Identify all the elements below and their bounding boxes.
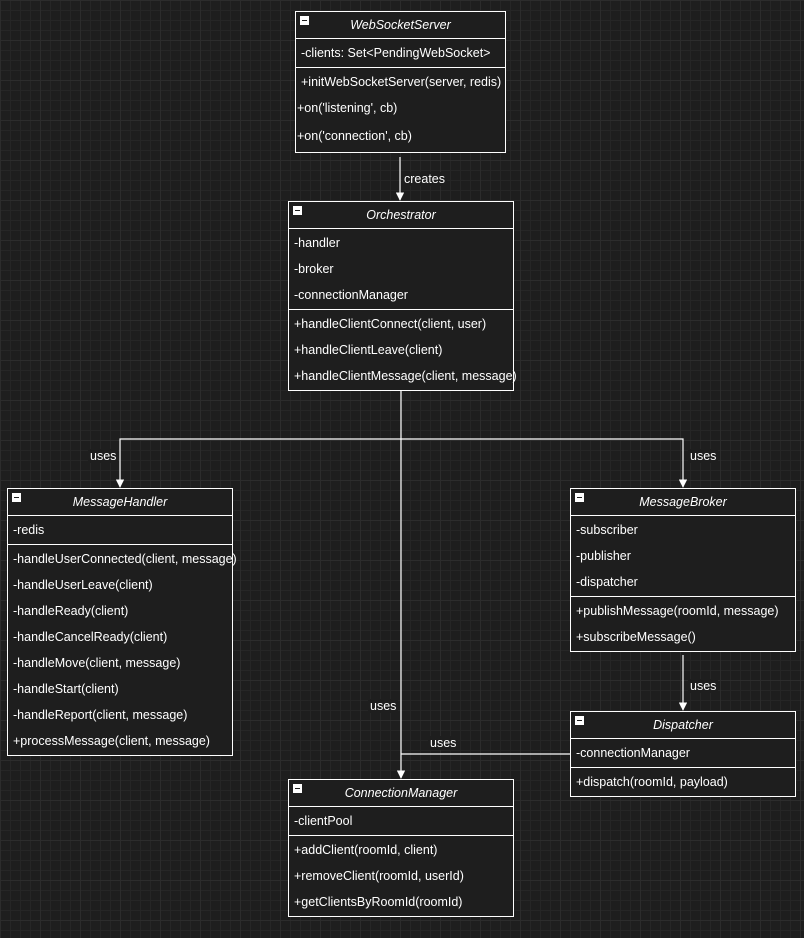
attribute: -connectionManager <box>576 746 690 760</box>
class-name: ConnectionManager <box>344 786 458 800</box>
method: -handleUserLeave(client) <box>13 578 153 592</box>
class-name: MessageBroker <box>639 495 727 509</box>
attribute: -broker <box>294 262 334 276</box>
method: -handleReady(client) <box>13 604 129 618</box>
method-section: +publishMessage(roomId, message) +subscr… <box>571 597 795 651</box>
edge-label-uses-broker: uses <box>688 449 719 463</box>
collapse-icon[interactable] <box>12 493 21 502</box>
class-message-broker[interactable]: MessageBroker -subscriber -publisher -di… <box>570 488 796 652</box>
method: -handleMove(client, message) <box>13 656 181 670</box>
method: +on('connection', cb) <box>297 129 412 143</box>
class-name: MessageHandler <box>72 495 168 509</box>
attribute-section: -connectionManager <box>571 739 795 768</box>
method: +on('listening', cb) <box>297 101 398 115</box>
method-section: +initWebSocketServer(server, redis) +on(… <box>296 68 505 152</box>
class-name: Dispatcher <box>653 718 713 732</box>
attribute: -publisher <box>576 549 631 563</box>
class-name: WebSocketServer <box>350 18 451 32</box>
method: -handleCancelReady(client) <box>13 630 168 644</box>
method: +publishMessage(roomId, message) <box>576 604 779 618</box>
edge-uses-broker <box>401 438 688 488</box>
class-websocket-server[interactable]: WebSocketServer -clients: Set<PendingWeb… <box>295 11 506 153</box>
attribute-section: -clientPool <box>289 807 513 836</box>
class-name: Orchestrator <box>366 208 436 222</box>
method: +handleClientLeave(client) <box>294 343 443 357</box>
attribute-section: -redis <box>8 516 232 545</box>
collapse-icon[interactable] <box>293 206 302 215</box>
method-section: +dispatch(roomId, payload) <box>571 768 795 796</box>
edge-label-uses-dispatch-conn: uses <box>428 736 459 750</box>
class-header: MessageHandler <box>8 489 232 516</box>
class-orchestrator[interactable]: Orchestrator -handler -broker -connectio… <box>288 201 517 391</box>
class-header: MessageBroker <box>571 489 795 516</box>
class-header: WebSocketServer <box>296 12 505 39</box>
collapse-icon[interactable] <box>575 716 584 725</box>
method: +processMessage(client, message) <box>13 734 210 748</box>
collapse-icon[interactable] <box>293 784 302 793</box>
method: +removeClient(roomId, userId) <box>294 869 464 883</box>
attribute-section: -subscriber -publisher -dispatcher <box>571 516 795 597</box>
method: +handleClientMessage(client, message) <box>294 369 517 383</box>
method: +initWebSocketServer(server, redis) <box>301 75 502 89</box>
edge-uses-handler <box>115 391 402 488</box>
method: +addClient(roomId, client) <box>294 843 438 857</box>
collapse-icon[interactable] <box>575 493 584 502</box>
attribute: -subscriber <box>576 523 638 537</box>
method-section: -handleUserConnected(client, message) -h… <box>8 545 237 755</box>
edge-label-uses-connection: uses <box>368 699 399 713</box>
method-section: +handleClientConnect(client, user) +hand… <box>289 310 517 390</box>
method: +handleClientConnect(client, user) <box>294 317 487 331</box>
attribute: -clients: Set<PendingWebSocket> <box>301 46 491 60</box>
collapse-icon[interactable] <box>300 16 309 25</box>
attribute: -clientPool <box>294 814 353 828</box>
class-connection-manager[interactable]: ConnectionManager -clientPool +addClient… <box>288 779 514 917</box>
class-dispatcher[interactable]: Dispatcher -connectionManager +dispatch(… <box>570 711 796 797</box>
class-header: Orchestrator <box>289 202 513 229</box>
edge-label-uses-handler: uses <box>88 449 119 463</box>
edge-label-creates: creates <box>402 172 447 186</box>
attribute: -redis <box>13 523 45 537</box>
attribute-section: -clients: Set<PendingWebSocket> <box>296 39 505 68</box>
method: +subscribeMessage() <box>576 630 696 644</box>
attribute: -connectionManager <box>294 288 408 302</box>
class-header: ConnectionManager <box>289 780 513 807</box>
class-message-handler[interactable]: MessageHandler -redis -handleUserConnect… <box>7 488 237 756</box>
edge-label-uses-dispatcher: uses <box>688 679 719 693</box>
attribute: -dispatcher <box>576 575 638 589</box>
method: -handleUserConnected(client, message) <box>13 552 237 566</box>
method: +dispatch(roomId, payload) <box>576 775 728 789</box>
attribute-section: -handler -broker -connectionManager <box>289 229 513 310</box>
method: -handleStart(client) <box>13 682 119 696</box>
method: -handleReport(client, message) <box>13 708 188 722</box>
method-section: +addClient(roomId, client) +removeClient… <box>289 836 513 916</box>
attribute: -handler <box>294 236 340 250</box>
method: +getClientsByRoomId(roomId) <box>294 895 463 909</box>
class-header: Dispatcher <box>571 712 795 739</box>
